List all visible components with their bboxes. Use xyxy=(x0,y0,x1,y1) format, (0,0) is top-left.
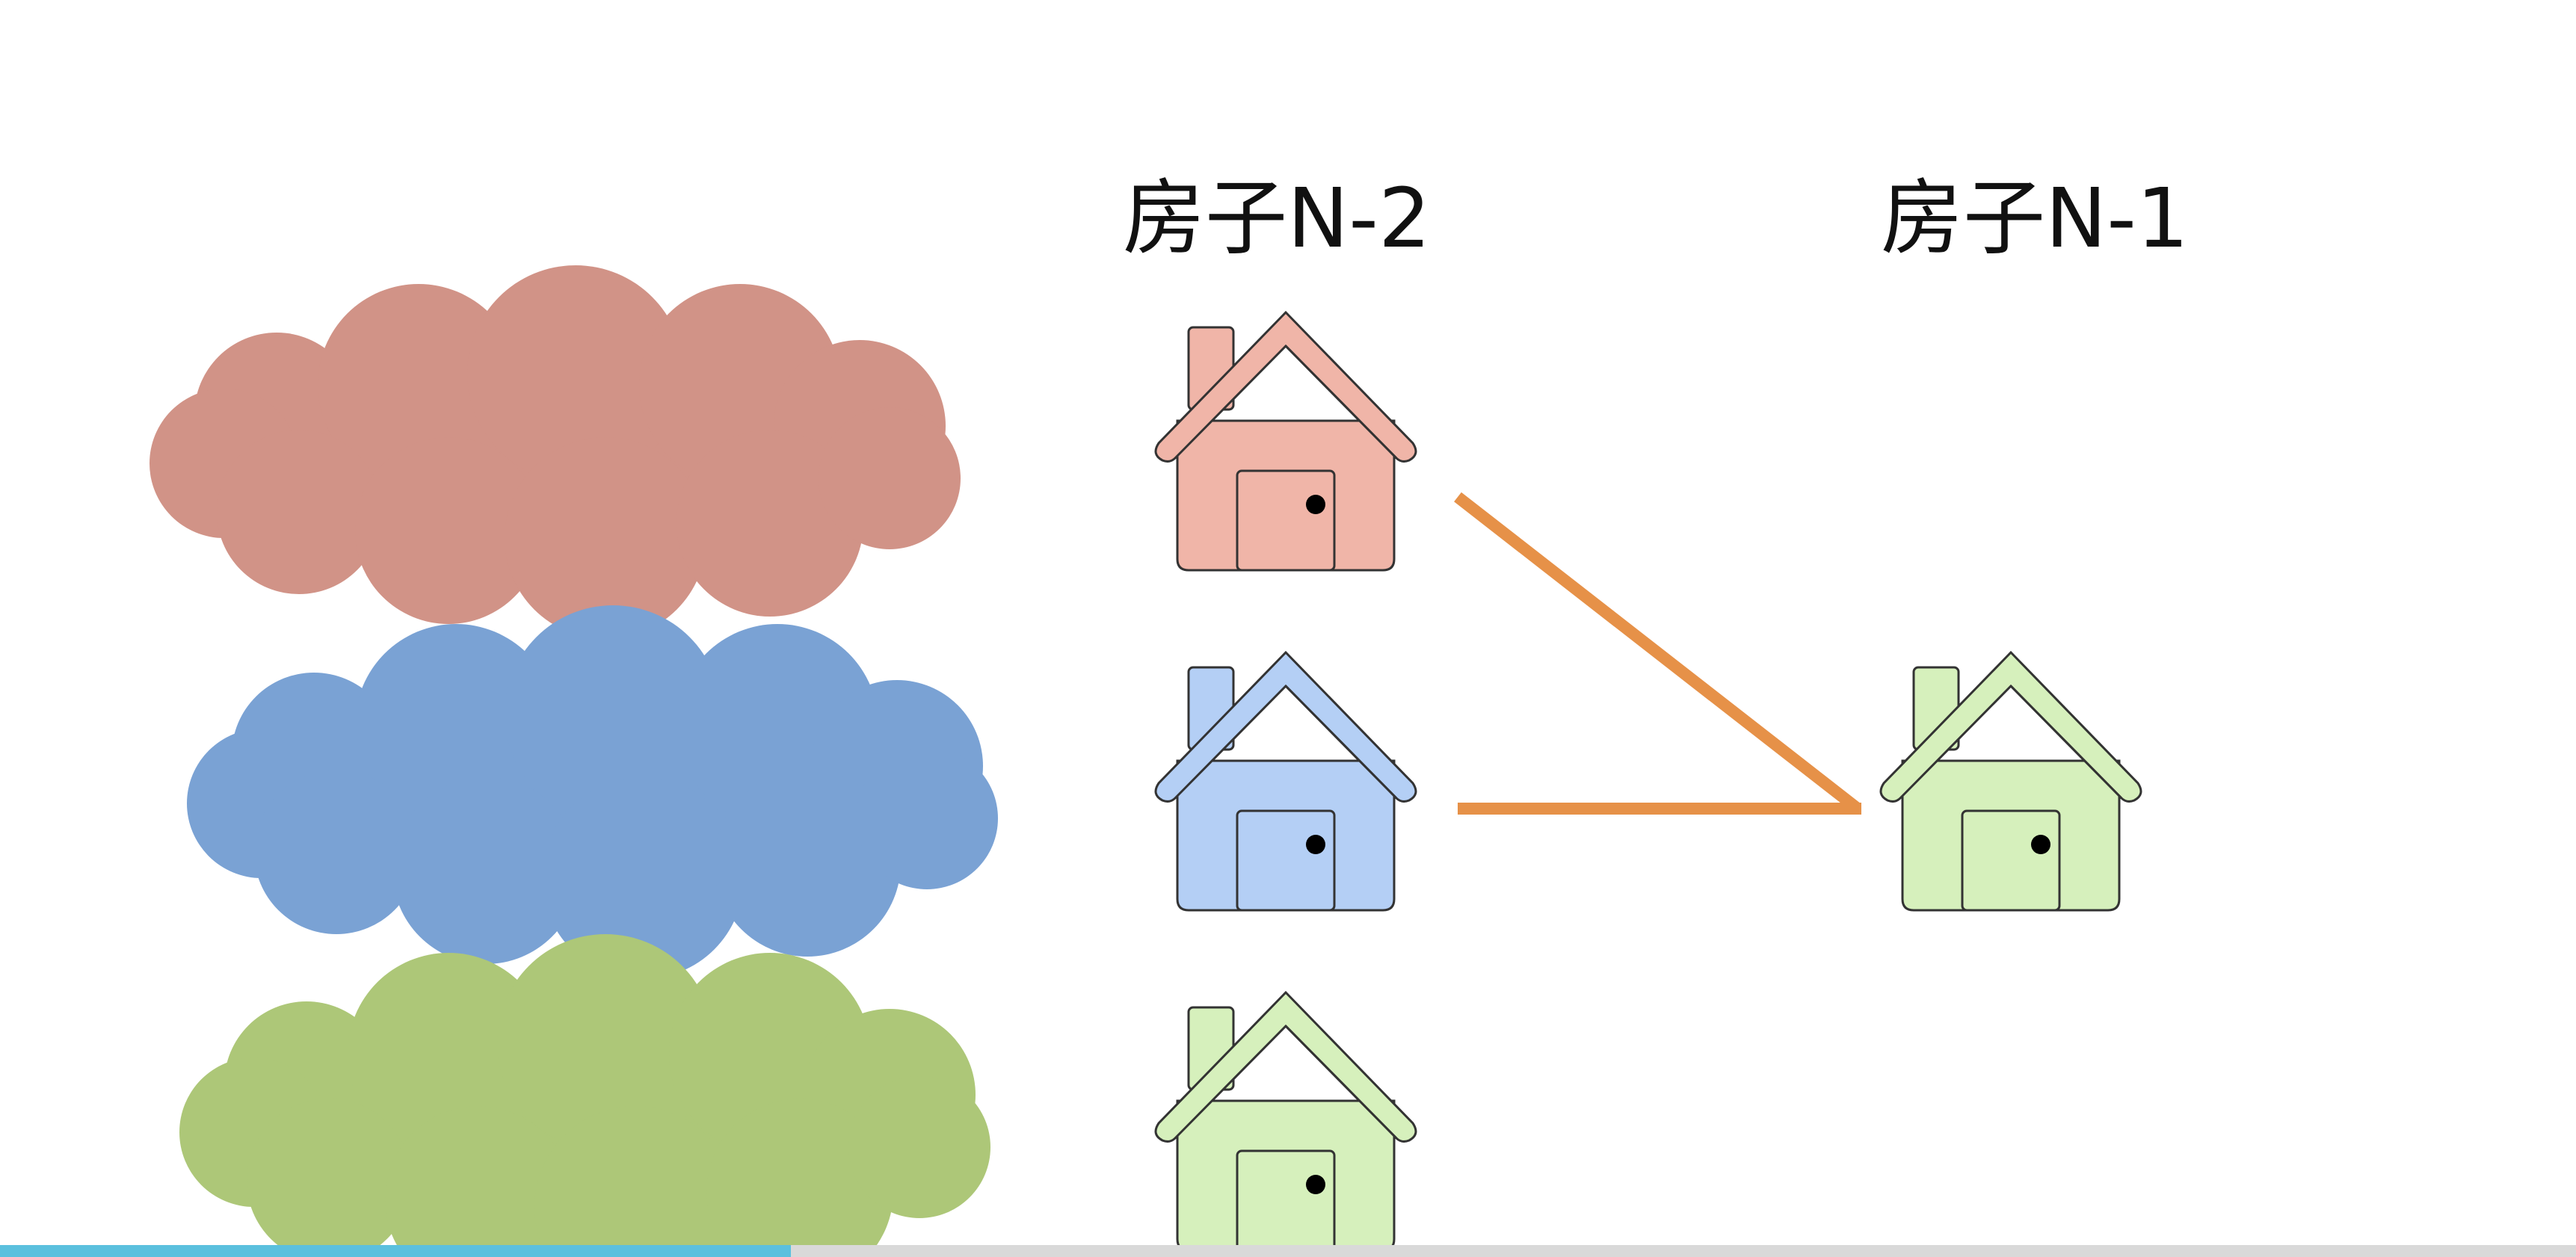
house-icon-red xyxy=(1154,311,1417,572)
door-knob-icon xyxy=(1306,835,1325,854)
column-label-n2-text: 房子N-2 xyxy=(1123,170,1431,266)
progress-bar[interactable] xyxy=(0,1245,2576,1257)
door-knob-icon xyxy=(2031,835,2050,854)
column-label-n1: 房子N-1 xyxy=(1881,170,2189,266)
door-knob-icon xyxy=(1306,1175,1325,1194)
column-label-n1-text: 房子N-1 xyxy=(1881,170,2189,266)
house-icon-target xyxy=(1879,651,2142,912)
column-label-n2: 房子N-2 xyxy=(1123,170,1431,266)
connector-line-top xyxy=(1454,492,1861,814)
progress-bar-fill xyxy=(0,1245,791,1257)
cloud-icon-red xyxy=(150,265,961,639)
house-icon-green xyxy=(1154,991,1417,1252)
door-knob-icon xyxy=(1306,495,1325,514)
cloud-icon-blue xyxy=(187,605,998,979)
cloud-icon-green xyxy=(179,934,990,1257)
house-icon-blue xyxy=(1154,651,1417,912)
